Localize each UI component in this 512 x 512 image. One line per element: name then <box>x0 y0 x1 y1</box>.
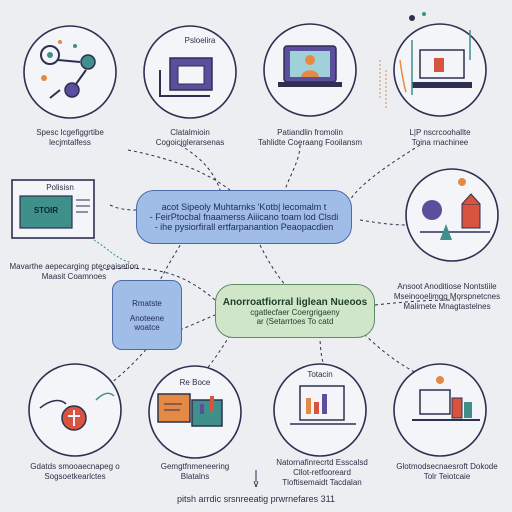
connector-line <box>109 204 141 211</box>
desk-monitor-icon <box>399 30 472 95</box>
connector-line <box>359 219 411 226</box>
footer-caption: pitsh arrdic srsnreeatig prwrnefares 311 <box>177 494 335 504</box>
connector-lines <box>89 144 461 401</box>
connector-line <box>199 334 231 381</box>
central-green-line-2: cgatlecfaer Coergrigaeny <box>250 307 340 317</box>
chart-book-icon <box>157 393 223 427</box>
connector-line <box>99 267 216 301</box>
workbench-icon <box>412 376 480 421</box>
caption-line: Tloftisemaidt Tacdalan <box>282 478 362 487</box>
caption-top-center-left: Clatalmioin Cogoiciglerarsenas <box>135 128 245 148</box>
caption-line: Gemgtfnmeneering <box>160 462 230 471</box>
caption-bottom-right: Glotmodsecnaesroft Dokode Tolr Teiotcaie <box>385 462 509 482</box>
caption-line: Toina rnachinee <box>411 138 469 147</box>
caption-line: Spesc lcgefiggrtibe <box>36 128 104 137</box>
caption-line: Gdatds smooaecnapeg o <box>30 462 120 471</box>
caption-mid-left: Mavarthe aepecarging pteceaisetion Maasi… <box>4 262 144 282</box>
node-circle-mid-right <box>405 168 499 262</box>
hand-pin-icon <box>39 392 115 431</box>
lab-scene-icon <box>420 178 490 240</box>
caption-top-right: L|P nscrcoohallte Toina rnachinee <box>390 128 490 148</box>
laptop-user-icon <box>278 45 342 87</box>
caption-line: Ansoot Anoditiose Nontstiile <box>397 282 497 291</box>
caption-line: Natornafinrecrtd Esscalsd <box>276 458 368 467</box>
caption-line: L|P nscrcoohallte <box>409 128 471 137</box>
connector-line <box>349 144 421 201</box>
caption-line: Patiandlin fromolin <box>277 128 343 137</box>
caption-line: Maasit Coamnoes <box>41 272 107 281</box>
document-chart-icon <box>290 385 356 425</box>
board-text: STOIR <box>33 206 59 215</box>
central-blue-line-2: - FeirPtocbal fnaamerss Aiiicano toam lo… <box>149 212 339 222</box>
caption-line: Glotmodsecnaesroft Dokode <box>396 462 498 471</box>
caption-line: Clatalmioin <box>170 128 210 137</box>
small-blue-line-3: woatce <box>134 322 160 332</box>
caption-line: Cogoiciglerarsenas <box>155 138 225 147</box>
caption-line: Mseinooelimgg Morspnetcnes <box>393 292 501 301</box>
caption-line: lecjmtalfess <box>49 138 91 147</box>
caption-line: Malirnete Mnagtastelnes <box>403 302 491 311</box>
robot-arm-icon <box>40 40 96 99</box>
node-title-mid-left: Polisisn <box>46 183 74 192</box>
central-green-line-1: Anorroatfiorral liglean Nueoos <box>222 296 368 308</box>
connector-line <box>89 344 151 401</box>
node-title-top-center-left: Psloelira <box>184 36 216 45</box>
caption-line: Sogsoetkearlctes <box>44 472 106 481</box>
caption-mid-right: Ansoot Anoditiose Nontstiile Mseinooelim… <box>385 282 509 312</box>
connector-line <box>374 299 461 306</box>
caption-line: Tahlidte Coeraang Fooilansm <box>257 138 363 147</box>
caption-line: Cllot-retfooreard <box>293 468 351 477</box>
node-title-bottom-center-right: Totacin <box>307 370 333 379</box>
caption-bottom-center-left: Gemgtfnmeneering Blatalns <box>145 462 245 482</box>
central-blue-line-3: - ihe pysiorfirall ertfarpanantion Peaop… <box>154 222 334 232</box>
connector-line <box>179 314 216 331</box>
node-circle-top-left <box>23 25 117 119</box>
caption-line: Mavarthe aepecarging pteceaisetion <box>9 262 139 271</box>
decorative-sparkle-icon <box>379 12 426 110</box>
caption-bottom-center-right: Natornafinrecrtd Esscalsd Cllot-retfoore… <box>262 458 382 488</box>
caption-top-center-right: Patiandlin fromolin Tahlidte Coeraang Fo… <box>250 128 370 148</box>
central-green-node: Anorroatfiorral liglean Nueoos cgatlecfa… <box>215 284 375 338</box>
connector-line <box>127 149 231 191</box>
caption-bottom-left: Gdatds smooaecnapeg o Sogsoetkearlctes <box>15 462 135 482</box>
connector-line <box>179 144 221 191</box>
caption-top-left: Spesc lcgefiggrtibe lecjmtalfess <box>20 128 120 148</box>
node-title-bottom-center-left: Re Boce <box>179 378 211 387</box>
small-blue-line-2: Anoteene <box>129 313 165 323</box>
central-blue-line-1: acot Sipeoly Muhtarnks 'Kotb| lecomalm t <box>161 202 327 212</box>
small-blue-node: Rmatste Anoteene woatce <box>112 280 182 350</box>
footer-arrow: ∨ <box>252 479 260 490</box>
central-blue-node: acot Sipeoly Muhtarnks 'Kotb| lecomalm t… <box>136 190 352 244</box>
small-blue-line-1: Rmatste <box>132 298 162 308</box>
caption-line: Blatalns <box>180 472 210 481</box>
folder-icon <box>159 57 213 97</box>
caption-line: Tolr Teiotcaie <box>423 472 471 481</box>
presentation-board-icon <box>11 179 131 263</box>
connector-line <box>284 144 301 191</box>
central-green-line-3: ar (Setarrtoes To catd <box>256 316 334 326</box>
